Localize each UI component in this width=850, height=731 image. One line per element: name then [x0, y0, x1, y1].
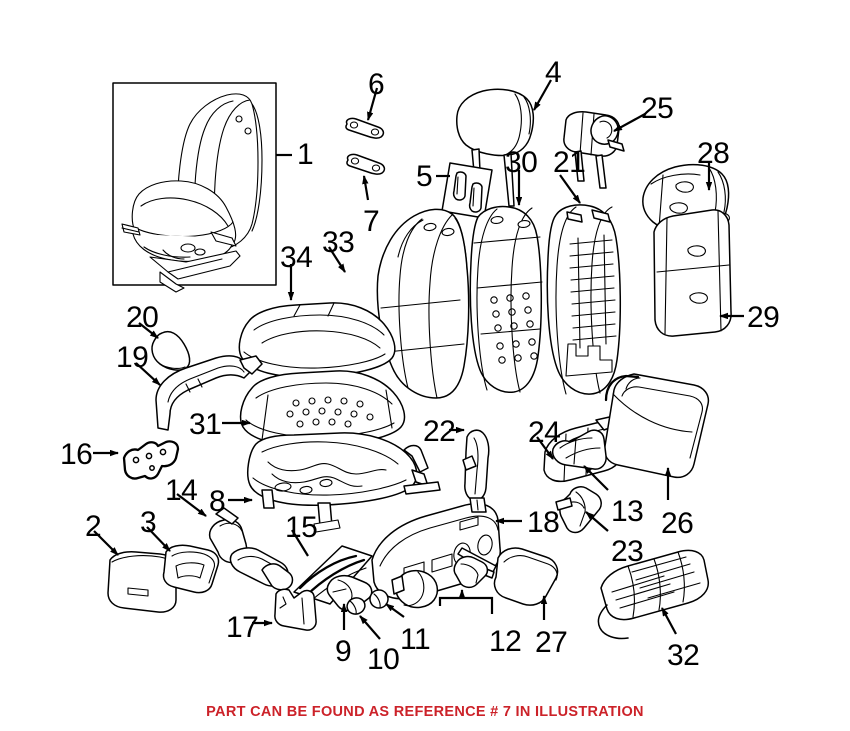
part-seatback-cover — [376, 208, 470, 399]
callout-24[interactable]: 24 — [528, 416, 561, 449]
callout-23[interactable]: 23 — [611, 535, 644, 568]
callout-5[interactable]: 5 — [416, 160, 433, 193]
part-trim-cap — [551, 429, 607, 470]
part-seatback-frame — [546, 204, 622, 395]
callout-30[interactable]: 30 — [505, 146, 538, 179]
callout-18[interactable]: 18 — [527, 506, 560, 539]
part-adjuster-motor — [208, 507, 294, 591]
part-rail-cover-inner — [162, 544, 220, 594]
part-seat-track-frame — [247, 432, 441, 533]
callout-21[interactable]: 21 — [553, 146, 586, 179]
part-small-cap-b — [369, 589, 389, 609]
part-cushion-foam-pad — [239, 370, 406, 448]
part-seatback-foam-pad — [469, 205, 543, 393]
callout-29[interactable]: 29 — [747, 301, 780, 334]
callout-7[interactable]: 7 — [363, 205, 380, 238]
part-seatbelt-guide — [462, 429, 490, 513]
callout-1[interactable]: 1 — [297, 138, 314, 171]
part-washer-grommet-10 — [346, 597, 366, 615]
part-seatback-pocket-trim — [603, 373, 710, 479]
part-lumbar-motor — [563, 111, 625, 189]
callout-11[interactable]: 11 — [400, 623, 431, 656]
part-mounting-bracket — [122, 440, 180, 480]
reference-caption: PART CAN BE FOUND AS REFERENCE # 7 IN IL… — [206, 704, 644, 720]
part-headrest-guides — [441, 162, 493, 219]
part-knob-and-clip-12 — [453, 555, 489, 589]
part-hinge-links — [345, 117, 386, 175]
callout-3[interactable]: 3 — [140, 506, 157, 539]
callout-25[interactable]: 25 — [641, 92, 674, 125]
callout-34[interactable]: 34 — [280, 241, 313, 274]
callout-17[interactable]: 17 — [226, 611, 259, 644]
callout-2[interactable]: 2 — [85, 510, 102, 543]
callout-4[interactable]: 4 — [545, 56, 562, 89]
part-release-handle — [555, 486, 602, 534]
callout-10[interactable]: 10 — [367, 643, 400, 676]
callout-19[interactable]: 19 — [116, 341, 149, 374]
callout-9[interactable]: 9 — [335, 635, 352, 668]
callout-8[interactable]: 8 — [209, 485, 226, 518]
callout-6[interactable]: 6 — [368, 68, 385, 101]
part-bushing-cap-11 — [391, 569, 439, 609]
part-recliner-knob-cover — [151, 330, 191, 371]
part-side-trim-panel — [155, 355, 263, 431]
callout-31[interactable]: 31 — [189, 408, 222, 441]
callout-13[interactable]: 13 — [611, 495, 644, 528]
part-end-cap-bracket — [274, 588, 317, 631]
callout-14[interactable]: 14 — [165, 474, 198, 507]
callout-28[interactable]: 28 — [697, 137, 730, 170]
callout-12[interactable]: 12 — [489, 625, 522, 658]
callout-20[interactable]: 20 — [126, 301, 159, 334]
callout-27[interactable]: 27 — [535, 626, 568, 659]
callout-26[interactable]: 26 — [661, 507, 694, 540]
leader-lines — [93, 79, 744, 640]
part-seat-heater-element — [597, 549, 710, 640]
callout-32[interactable]: 32 — [667, 639, 700, 672]
part-cushion-cover — [238, 302, 396, 379]
callout-33[interactable]: 33 — [322, 226, 355, 259]
part-seatback-panel — [653, 209, 732, 337]
callout-16[interactable]: 16 — [60, 438, 93, 471]
callout-22[interactable]: 22 — [423, 415, 456, 448]
part-seat-assembly-boxed — [112, 82, 277, 293]
callout-15[interactable]: 15 — [285, 511, 318, 544]
